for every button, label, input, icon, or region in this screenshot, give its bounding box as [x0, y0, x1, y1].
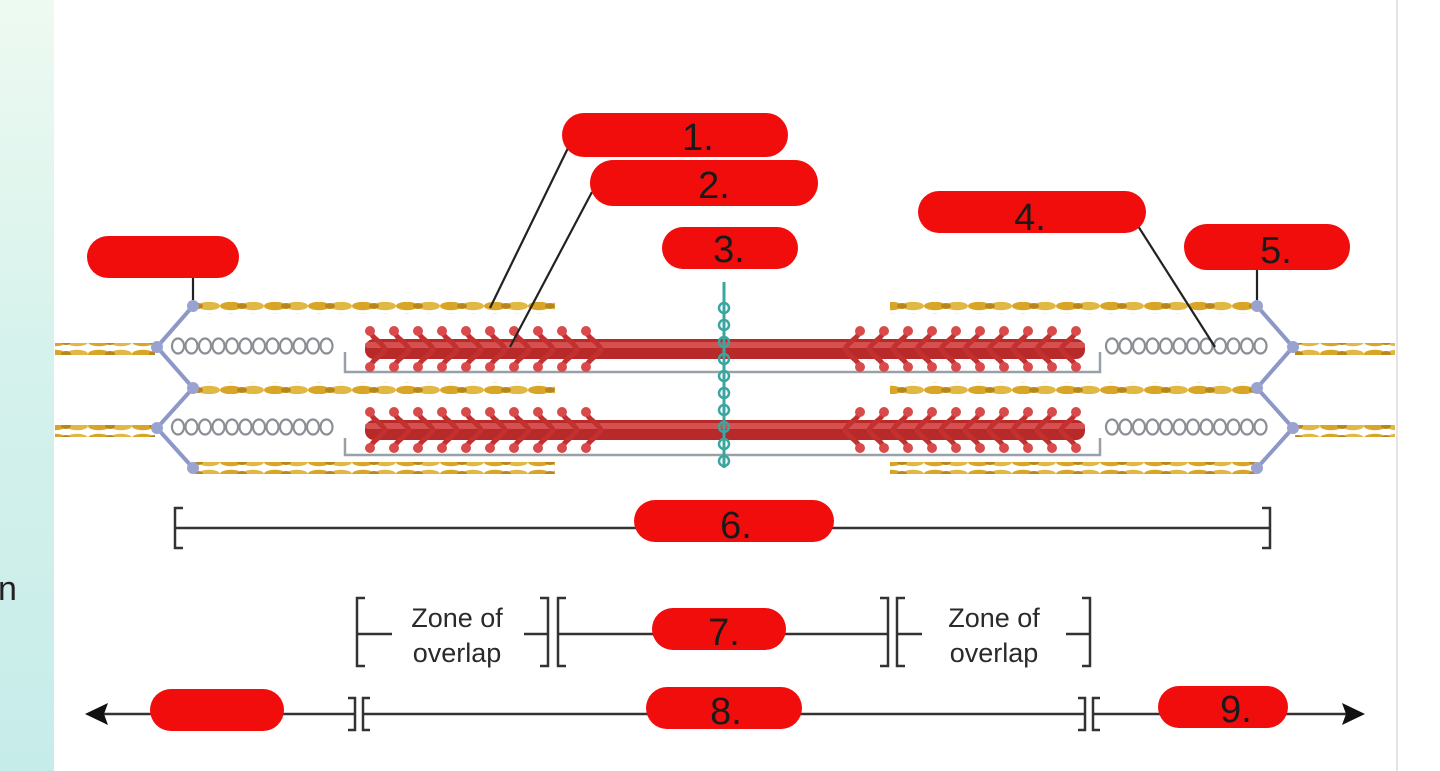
titin-coil — [1226, 337, 1241, 355]
titin-coils — [170, 337, 1268, 436]
titin-coil — [1239, 337, 1255, 355]
label-1: 1. — [682, 117, 714, 159]
titin-coil — [238, 337, 253, 355]
z-disc-left — [151, 300, 199, 474]
m-line — [717, 282, 731, 468]
m-line-bead — [717, 420, 731, 434]
m-line-bead — [717, 403, 731, 417]
titin-coil — [197, 337, 213, 355]
titin-coil — [1131, 337, 1147, 355]
side-panel: n — [0, 0, 54, 771]
titin-coil — [211, 337, 226, 355]
label-blob-5[interactable] — [1184, 224, 1350, 270]
titin-coil — [251, 337, 267, 355]
label-blob-2[interactable] — [590, 160, 818, 206]
label-blob-7[interactable] — [652, 608, 786, 650]
titin-coil — [319, 418, 334, 436]
label-blob-1[interactable] — [562, 113, 788, 157]
label-2: 2. — [698, 165, 730, 207]
titin-coil — [1158, 337, 1174, 355]
label-6: 6. — [720, 505, 752, 547]
titin-coil — [1104, 418, 1120, 436]
titin-coil — [1253, 418, 1268, 436]
label-blob-unnumbered-top[interactable] — [87, 236, 239, 278]
titin-coil — [1226, 418, 1241, 436]
titin-coil — [1145, 337, 1160, 355]
titin-coil — [1212, 337, 1228, 355]
zone-left-line1: Zone of — [411, 603, 503, 633]
titin-coil — [1185, 337, 1201, 355]
titin-coil — [305, 418, 321, 436]
label-4: 4. — [1014, 197, 1046, 239]
titin-coil — [1199, 418, 1214, 436]
m-line-bead — [717, 352, 731, 366]
label-7: 7. — [708, 612, 740, 654]
m-line-bead — [717, 318, 731, 332]
titin-coil — [224, 337, 240, 355]
titin-coil — [1212, 418, 1228, 436]
label-5: 5. — [1260, 230, 1292, 272]
label-9: 9. — [1220, 689, 1252, 731]
titin-coil — [184, 418, 199, 436]
right-border — [1396, 0, 1398, 771]
m-line-bead — [717, 386, 731, 400]
titin-coil — [305, 337, 321, 355]
leader-lines — [191, 147, 1259, 348]
titin-coil — [1145, 418, 1160, 436]
z-disc-right — [1251, 300, 1299, 474]
titin-coil — [292, 337, 307, 355]
titin-coil — [265, 337, 280, 355]
titin-coil — [1199, 337, 1214, 355]
titin-coil — [278, 418, 294, 436]
zone-left-line2: overlap — [413, 638, 502, 668]
m-line-bead — [717, 301, 731, 315]
label-blob-4[interactable] — [918, 191, 1146, 233]
titin-coil — [265, 418, 280, 436]
titin-coil — [197, 418, 213, 436]
label-blobs — [87, 113, 1350, 731]
titin-coil — [251, 418, 267, 436]
label-blob-unnumbered-bottom[interactable] — [150, 689, 284, 731]
m-line-bead — [717, 369, 731, 383]
side-panel-text: n — [0, 570, 17, 608]
titin-coil — [1185, 418, 1201, 436]
label-blob-9[interactable] — [1158, 686, 1288, 728]
label-blob-8[interactable] — [646, 687, 802, 729]
titin-coil — [1253, 337, 1268, 355]
titin-coil — [1172, 418, 1187, 436]
m-line-bead — [717, 437, 731, 451]
titin-coil — [224, 418, 240, 436]
titin-coil — [1239, 418, 1255, 436]
titin-coil — [1118, 337, 1133, 355]
titin-coil — [1118, 418, 1133, 436]
label-8: 8. — [710, 691, 742, 733]
thin-filaments — [55, 302, 1395, 474]
titin-coil — [278, 337, 294, 355]
zone-right-line2: overlap — [950, 638, 1039, 668]
titin-coil — [292, 418, 307, 436]
titin-coil — [1172, 337, 1187, 355]
m-line-bead — [717, 454, 731, 468]
label-blob-3[interactable] — [662, 227, 798, 269]
titin-coil — [238, 418, 253, 436]
titin-coil — [211, 418, 226, 436]
titin-coil — [1104, 337, 1120, 355]
arrowheads — [85, 703, 1365, 725]
titin-coil — [319, 337, 334, 355]
label-blob-6[interactable] — [634, 500, 834, 542]
titin-coil — [170, 418, 186, 436]
zone-right-line1: Zone of — [948, 603, 1040, 633]
label-3: 3. — [713, 229, 745, 271]
titin-coil — [170, 337, 186, 355]
titin-coil — [1131, 418, 1147, 436]
titin-coil — [1158, 418, 1174, 436]
m-line-bead — [717, 335, 731, 349]
titin-coil — [184, 337, 199, 355]
